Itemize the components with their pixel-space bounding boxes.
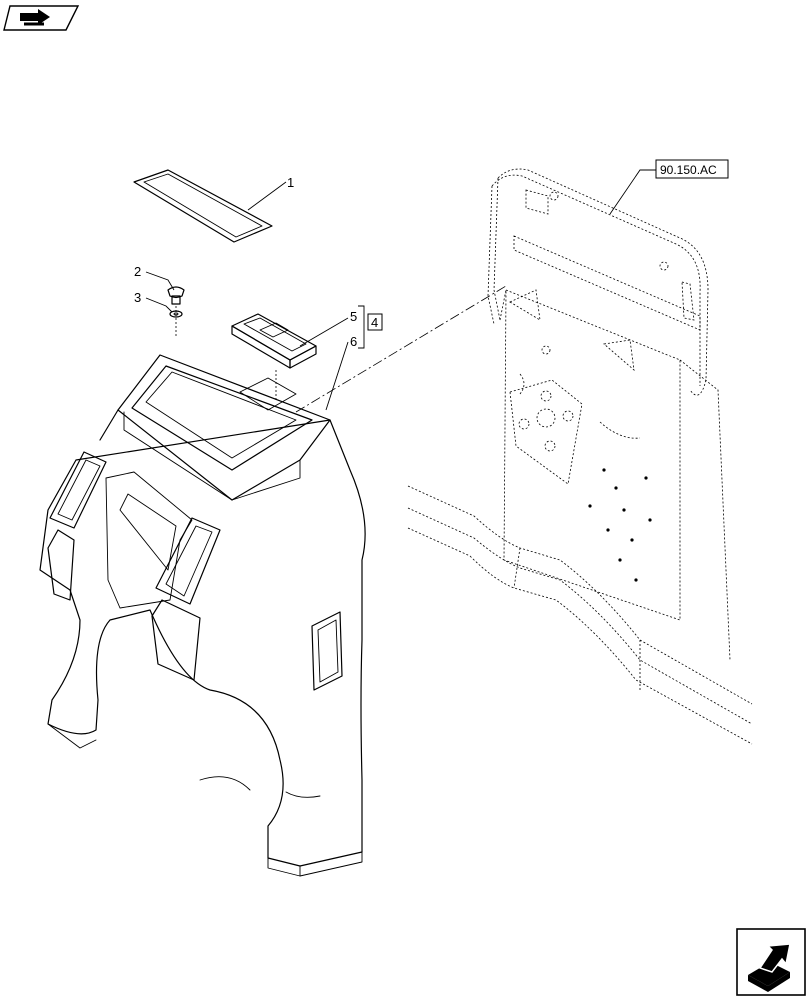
callout-6: 6: [350, 334, 357, 349]
reference-label-box[interactable]: 90.150.AC: [655, 159, 729, 179]
callout-4-box: 4: [367, 313, 383, 331]
callout-3: 3: [134, 290, 141, 305]
return-arrow-icon[interactable]: [3, 5, 80, 31]
next-page-arrow-icon[interactable]: [736, 928, 806, 996]
leader-lines: [145, 169, 656, 411]
callout-4: 4: [371, 315, 378, 330]
part-3-washer: [169, 310, 183, 318]
callout-2: 2: [134, 264, 141, 279]
part-1-cover-mat: [133, 169, 273, 243]
cab-frame-reference: [407, 168, 753, 745]
alignment-line: [295, 285, 507, 413]
callout-1: 1: [287, 175, 294, 190]
reference-label[interactable]: 90.150.AC: [660, 163, 717, 177]
console-housing: [39, 354, 366, 877]
callout-5: 5: [350, 309, 357, 324]
part-5-switch-panel: [231, 313, 317, 400]
